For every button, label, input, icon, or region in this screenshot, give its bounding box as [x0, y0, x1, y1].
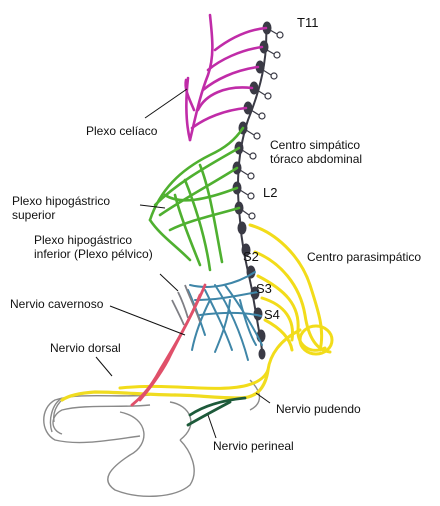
label-nervio-cavernoso: Nervio cavernoso	[10, 297, 104, 311]
label-s2: S2	[243, 249, 259, 264]
label-centro-parasimpatico: Centro parasimpático	[307, 250, 422, 264]
label-l2: L2	[263, 185, 278, 200]
perineal-nerve	[186, 396, 247, 427]
label-s3: S3	[256, 281, 272, 296]
label-nervio-pudendo: Nervio pudendo	[276, 402, 361, 416]
label-leader-lines	[95, 88, 271, 439]
label-nervio-perineal: Nervio perineal	[213, 439, 294, 453]
parasympathetic-fibers	[118, 223, 334, 390]
label-centro-simpatico-line2: tóraco abdominal	[270, 152, 363, 166]
label-s4: S4	[264, 307, 280, 322]
label-plexo-celiaco: Plexo celíaco	[86, 124, 158, 138]
sympathetic-chain	[232, 21, 284, 360]
label-plexo-hipogastrico-superior-line1: Plexo hipogástrico	[12, 194, 111, 208]
label-nervio-dorsal: Nervio dorsal	[50, 341, 121, 355]
label-centro-simpatico-line1: Centro simpático	[270, 138, 361, 152]
label-plexo-hipogastrico-inferior: Plexo hipogástrico inferior (Plexo pélvi…	[34, 233, 153, 261]
pelvic-grey-fibers	[171, 284, 201, 326]
label-plexo-hipogastrico-inferior-line1: Plexo hipogástrico	[34, 233, 133, 247]
label-centro-simpatico: Centro simpático tóraco abdominal	[270, 138, 362, 166]
label-plexo-hipogastrico-inferior-line2: inferior (Plexo pélvico)	[34, 247, 153, 261]
celiac-plexus-fibers	[184, 13, 268, 142]
label-plexo-hipogastrico-superior-line2: superior	[12, 208, 56, 222]
label-t11: T11	[297, 15, 319, 30]
label-plexo-hipogastrico-superior: Plexo hipogástrico superior	[12, 194, 110, 222]
cavernous-nerve	[130, 283, 207, 407]
superior-hypogastric-fibers	[148, 126, 245, 272]
